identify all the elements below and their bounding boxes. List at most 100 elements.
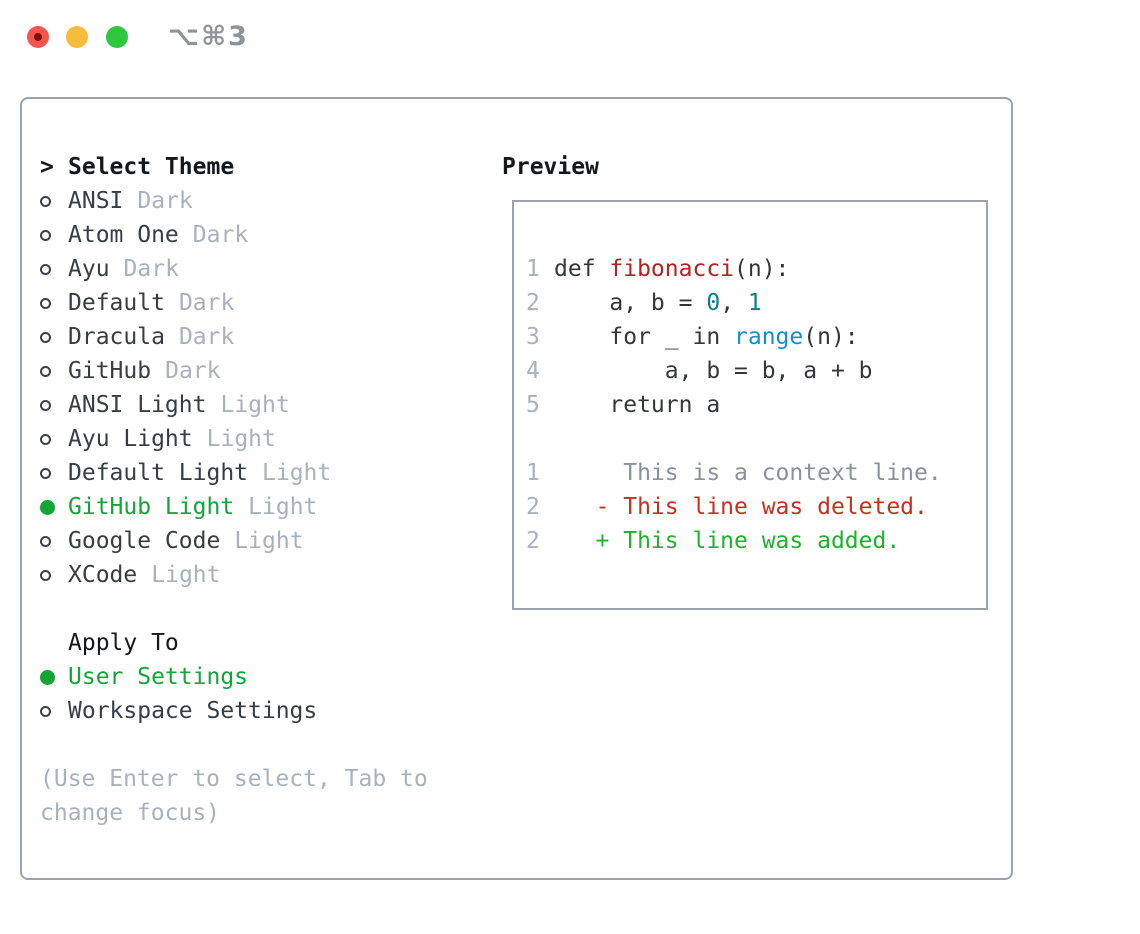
apply-option-label: User Settings	[68, 664, 249, 690]
theme-option-xcode[interactable]: XCode Light	[22, 558, 492, 592]
spacer-row	[22, 728, 492, 762]
window-titlebar: ⌥⌘3	[0, 0, 1140, 74]
apply-option-label: Workspace Settings	[68, 698, 318, 724]
code-line: 1 This is a context line.	[526, 456, 986, 490]
radio-unselected-icon	[40, 195, 68, 207]
theme-option-dracula[interactable]: Dracula Dark	[22, 320, 492, 354]
code-segment-code: return a	[554, 392, 721, 418]
line-number: 2	[526, 494, 540, 520]
keyboard-hint-line-2: change focus)	[40, 800, 221, 826]
theme-variant-tag: Dark	[192, 222, 249, 248]
line-number: 2	[526, 528, 540, 554]
radio-unselected-icon	[40, 263, 68, 275]
apply-to-label: Apply To	[68, 630, 179, 656]
code-segment-code: ,	[720, 290, 748, 316]
code-segment-del: - This line was deleted.	[554, 494, 928, 520]
theme-option-google-code[interactable]: Google Code Light	[22, 524, 492, 558]
theme-option-label: GitHub	[68, 358, 152, 384]
theme-variant-tag: Light	[234, 528, 304, 554]
code-line: 1 def fibonacci(n):	[526, 252, 986, 286]
window-title: ⌥⌘3	[168, 21, 249, 52]
radio-unselected-icon	[40, 569, 68, 581]
spacer-row	[22, 592, 492, 626]
theme-option-label: Ayu	[68, 256, 110, 282]
code-segment-add: + This line was added.	[554, 528, 901, 554]
code-line: 5 return a	[526, 388, 986, 422]
line-number: 4	[526, 358, 540, 384]
code-segment-code: a, b = b, a + b	[554, 358, 873, 384]
minimize-button[interactable]	[66, 26, 88, 48]
theme-option-label: Default Light	[68, 460, 249, 486]
theme-option-ansi[interactable]: ANSI Dark	[22, 184, 492, 218]
theme-option-default-light[interactable]: Default Light Light	[22, 456, 492, 490]
theme-option-github[interactable]: GitHub Dark	[22, 354, 492, 388]
radio-unselected-icon	[40, 297, 68, 309]
code-segment-code: for _ in	[554, 324, 735, 350]
radio-unselected-icon	[40, 365, 68, 377]
apply-to-header: Apply To	[22, 626, 492, 660]
keyboard-hint-line-1: (Use Enter to select, Tab to	[40, 766, 428, 792]
theme-list-header-label: Select Theme	[68, 154, 235, 180]
close-button[interactable]	[27, 26, 49, 48]
theme-option-label: Dracula	[68, 324, 165, 350]
code-segment-teal: 0	[706, 290, 721, 316]
code-line: 2 a, b = 0, 1	[526, 286, 986, 320]
radio-unselected-icon	[40, 331, 68, 343]
theme-option-ayu-light[interactable]: Ayu Light Light	[22, 422, 492, 456]
theme-option-label: ANSI	[68, 188, 124, 214]
line-number: 3	[526, 324, 540, 350]
radio-unselected-icon	[40, 399, 68, 411]
theme-variant-tag: Light	[206, 426, 276, 452]
theme-list-header: >Select Theme	[22, 150, 492, 184]
line-number: 5	[526, 392, 540, 418]
theme-option-label: Default	[68, 290, 165, 316]
radio-unselected-icon	[40, 433, 68, 445]
code-segment-builtin: range	[734, 324, 804, 350]
code-segment-code: (n):	[803, 324, 859, 350]
radio-selected-icon	[40, 499, 68, 515]
theme-option-label: GitHub Light	[68, 494, 235, 520]
theme-variant-tag: Light	[262, 460, 332, 486]
theme-option-label: Atom One	[68, 222, 179, 248]
theme-variant-tag: Light	[248, 494, 318, 520]
theme-option-ayu[interactable]: Ayu Dark	[22, 252, 492, 286]
code-line: 4 a, b = b, a + b	[526, 354, 986, 388]
apply-option-workspace-settings[interactable]: Workspace Settings	[22, 694, 492, 728]
theme-option-label: Google Code	[68, 528, 221, 554]
apply-option-user-settings[interactable]: User Settings	[22, 660, 492, 694]
code-line	[526, 422, 986, 456]
code-segment-ctx: This is a context line.	[554, 460, 942, 486]
zoom-button[interactable]	[106, 26, 128, 48]
theme-option-github-light[interactable]: GitHub Light Light	[22, 490, 492, 524]
code-segment-teal: 1	[747, 290, 762, 316]
code-segment-code: def	[554, 256, 610, 282]
radio-unselected-icon	[40, 229, 68, 241]
line-number: 2	[526, 290, 540, 316]
theme-variant-tag: Dark	[178, 324, 235, 350]
theme-option-label: Ayu Light	[68, 426, 193, 452]
code-line: 3 for _ in range(n):	[526, 320, 986, 354]
preview-title: Preview	[502, 154, 599, 180]
code-line: 2 + This line was added.	[526, 524, 986, 558]
line-number: 1	[526, 460, 540, 486]
code-segment-code: (n):	[734, 256, 790, 282]
theme-option-atom-one[interactable]: Atom One Dark	[22, 218, 492, 252]
theme-variant-tag: Dark	[123, 256, 179, 282]
radio-unselected-icon	[40, 535, 68, 547]
code-segment-code: a, b =	[554, 290, 707, 316]
theme-variant-tag: Light	[151, 562, 221, 588]
theme-option-label: XCode	[68, 562, 138, 588]
radio-unselected-icon	[40, 467, 68, 479]
theme-variant-tag: Dark	[165, 358, 221, 384]
theme-variant-tag: Dark	[137, 188, 193, 214]
code-segment-fn: fibonacci	[609, 256, 735, 282]
radio-unselected-icon	[40, 705, 68, 717]
line-number: 1	[526, 256, 540, 282]
theme-variant-tag: Light	[220, 392, 290, 418]
